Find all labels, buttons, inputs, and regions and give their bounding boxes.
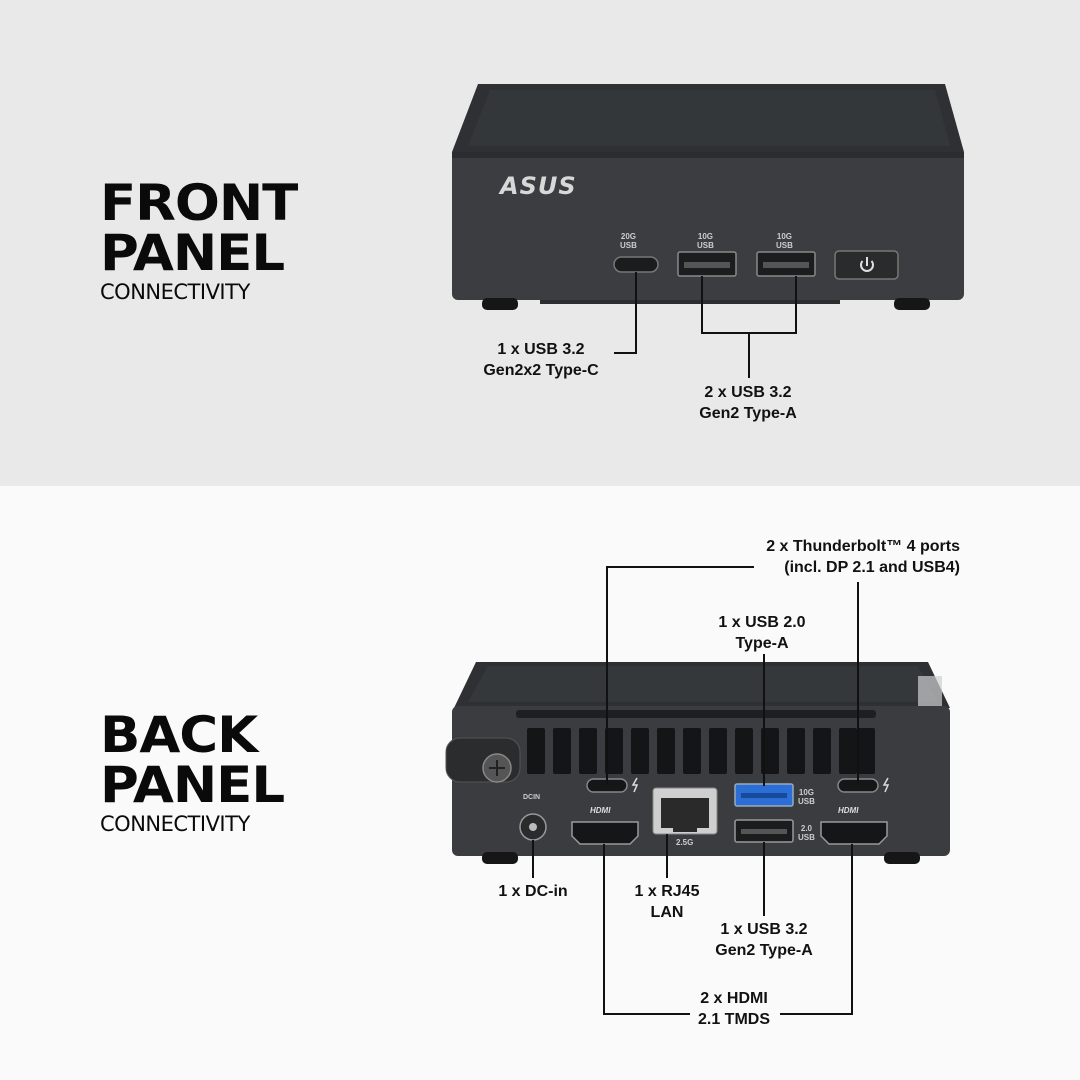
callout-front-usba-line1: 2 x USB 3.2 (704, 384, 792, 401)
port-label-10g-1: 10G USB (697, 232, 714, 250)
callout-thunderbolt-line1: 2 x Thunderbolt™ 4 ports (766, 538, 960, 555)
back-subtitle: CONNECTIVITY (100, 812, 250, 836)
front-title-line2: PANEL (100, 224, 285, 282)
callout-front-usbc: 1 x USB 3.2 Gen2x2 Type-C (474, 339, 608, 381)
port-label-hdmi-1: HDMI (590, 806, 611, 815)
thunderbolt-icon-2 (882, 777, 890, 793)
callout-dcin: 1 x DC-in (483, 881, 583, 902)
vent-grille (527, 728, 875, 774)
callout-dcin-line1: 1 x DC-in (498, 883, 568, 900)
callout-rj45: 1 x RJ45 LAN (624, 881, 710, 923)
front-device-illustration (452, 84, 964, 378)
callout-hdmi: 2 x HDMI 2.1 TMDS (684, 988, 784, 1030)
callout-rj45-line2: LAN (650, 904, 684, 921)
port-label-10g-2: 10G USB (776, 232, 793, 250)
port-label-usb-bottom: 2.0 USB (798, 824, 815, 842)
callout-hdmi-line1: 2 x HDMI (700, 990, 768, 1007)
front-title-line1: FRONT (100, 174, 298, 232)
callout-usb20: 1 x USB 2.0 Type-A (702, 612, 822, 654)
front-heading: FRONT PANEL CONNECTIVITY (100, 178, 298, 304)
back-title-line2: PANEL (100, 756, 285, 814)
callout-hdmi-line2: 2.1 TMDS (697, 1011, 770, 1028)
callout-usb32: 1 x USB 3.2 Gen2 Type-A (700, 919, 828, 961)
hdmi-port-2 (820, 821, 888, 845)
port-label-lan: 2.5G (676, 838, 694, 847)
back-panel-section: BACK PANEL CONNECTIVITY (0, 486, 1080, 1080)
power-icon (860, 257, 874, 272)
callout-usb20-line2: Type-A (735, 635, 789, 652)
asus-logo: ASUS (500, 172, 577, 200)
callout-thunderbolt: 2 x Thunderbolt™ 4 ports (incl. DP 2.1 a… (740, 536, 960, 578)
callout-front-usba: 2 x USB 3.2 Gen2 Type-A (682, 382, 814, 424)
port-label-dcin: DCIN (523, 794, 541, 801)
port-label-usb-top: 10G USB (798, 788, 815, 806)
back-heading: BACK PANEL CONNECTIVITY (100, 710, 285, 836)
hdmi-port-1 (571, 821, 639, 845)
callout-front-usbc-line1: 1 x USB 3.2 (497, 341, 585, 358)
front-subtitle: CONNECTIVITY (100, 280, 250, 304)
callout-front-usbc-line2: Gen2x2 Type-C (483, 362, 599, 379)
port-label-hdmi-2: HDMI (838, 806, 859, 815)
front-panel-section: FRONT PANEL CONNECTIVITY ASUS 20G USB (0, 0, 1080, 486)
front-usbc-port (613, 256, 659, 273)
back-title-line1: BACK (100, 706, 258, 764)
callout-thunderbolt-line2: (incl. DP 2.1 and USB4) (784, 559, 960, 576)
callout-usb20-line1: 1 x USB 2.0 (718, 614, 806, 631)
back-device-illustration (445, 566, 950, 1015)
callout-usb32-line1: 1 x USB 3.2 (720, 921, 808, 938)
callout-rj45-line1: 1 x RJ45 (634, 883, 700, 900)
port-label-20g: 20G USB (620, 232, 637, 250)
thunderbolt-icon-1 (631, 777, 639, 793)
callout-usb32-line2: Gen2 Type-A (715, 942, 813, 959)
callout-front-usba-line2: Gen2 Type-A (699, 405, 797, 422)
